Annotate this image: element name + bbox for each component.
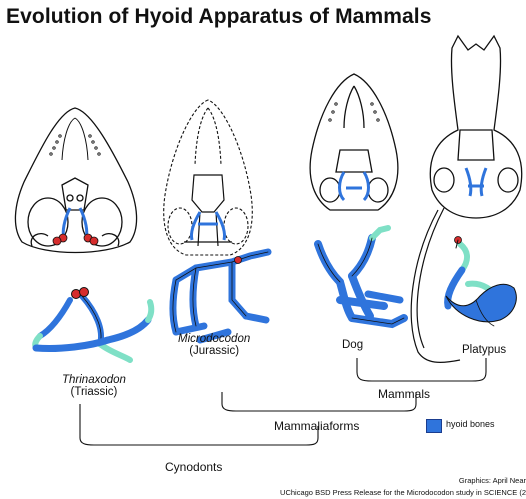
- taxon-label-microdocodon: Microdocodon (Jurassic): [178, 333, 250, 357]
- mammals-bracket: [357, 358, 486, 381]
- taxon-name-microdocodon: Microdocodon: [178, 333, 250, 345]
- taxon-period-thrinaxodon: (Triassic): [71, 386, 118, 398]
- legend-swatch-hyoid: [426, 419, 442, 433]
- thrinaxodon-skull: [15, 108, 136, 253]
- microdocodon-hyoid-in-skull: [191, 212, 224, 240]
- taxon-period-microdocodon: (Jurassic): [189, 345, 239, 357]
- platypus-hyoid-in-skull: [466, 168, 486, 196]
- credit-graphics: Graphics: April Near: [459, 476, 526, 485]
- platypus-pointer-arrow-outer: [417, 208, 444, 348]
- dog-skull: [310, 74, 398, 210]
- microdocodon-hyoid-bones: [173, 252, 268, 340]
- platypus-skull: [430, 36, 521, 218]
- figure-title: Evolution of Hyoid Apparatus of Mammals: [6, 5, 432, 29]
- taxon-name-thrinaxodon: Thrinaxodon: [62, 374, 126, 386]
- thrinaxodon-hyoid-in-skull: [53, 208, 98, 245]
- dog-hyoid-in-skull: [340, 172, 369, 200]
- thrinaxodon-hyoid-bones: [35, 288, 151, 361]
- legend-label-hyoid: hyoid bones: [446, 419, 495, 429]
- platypus-hyoid-bones: [446, 237, 516, 327]
- credit-source: UChicago BSD Press Release for the Micro…: [280, 488, 526, 497]
- group-label-cynodonts: Cynodonts: [165, 460, 222, 474]
- taxon-label-thrinaxodon: Thrinaxodon (Triassic): [62, 374, 126, 398]
- dog-hyoid-bones: [318, 228, 404, 324]
- group-label-mammaliaforms: Mammaliaforms: [274, 419, 359, 433]
- microdocodon-skull: [164, 100, 253, 255]
- taxon-label-dog: Dog: [342, 339, 363, 351]
- group-label-mammals: Mammals: [378, 387, 430, 401]
- taxon-label-platypus: Platypus: [462, 344, 506, 356]
